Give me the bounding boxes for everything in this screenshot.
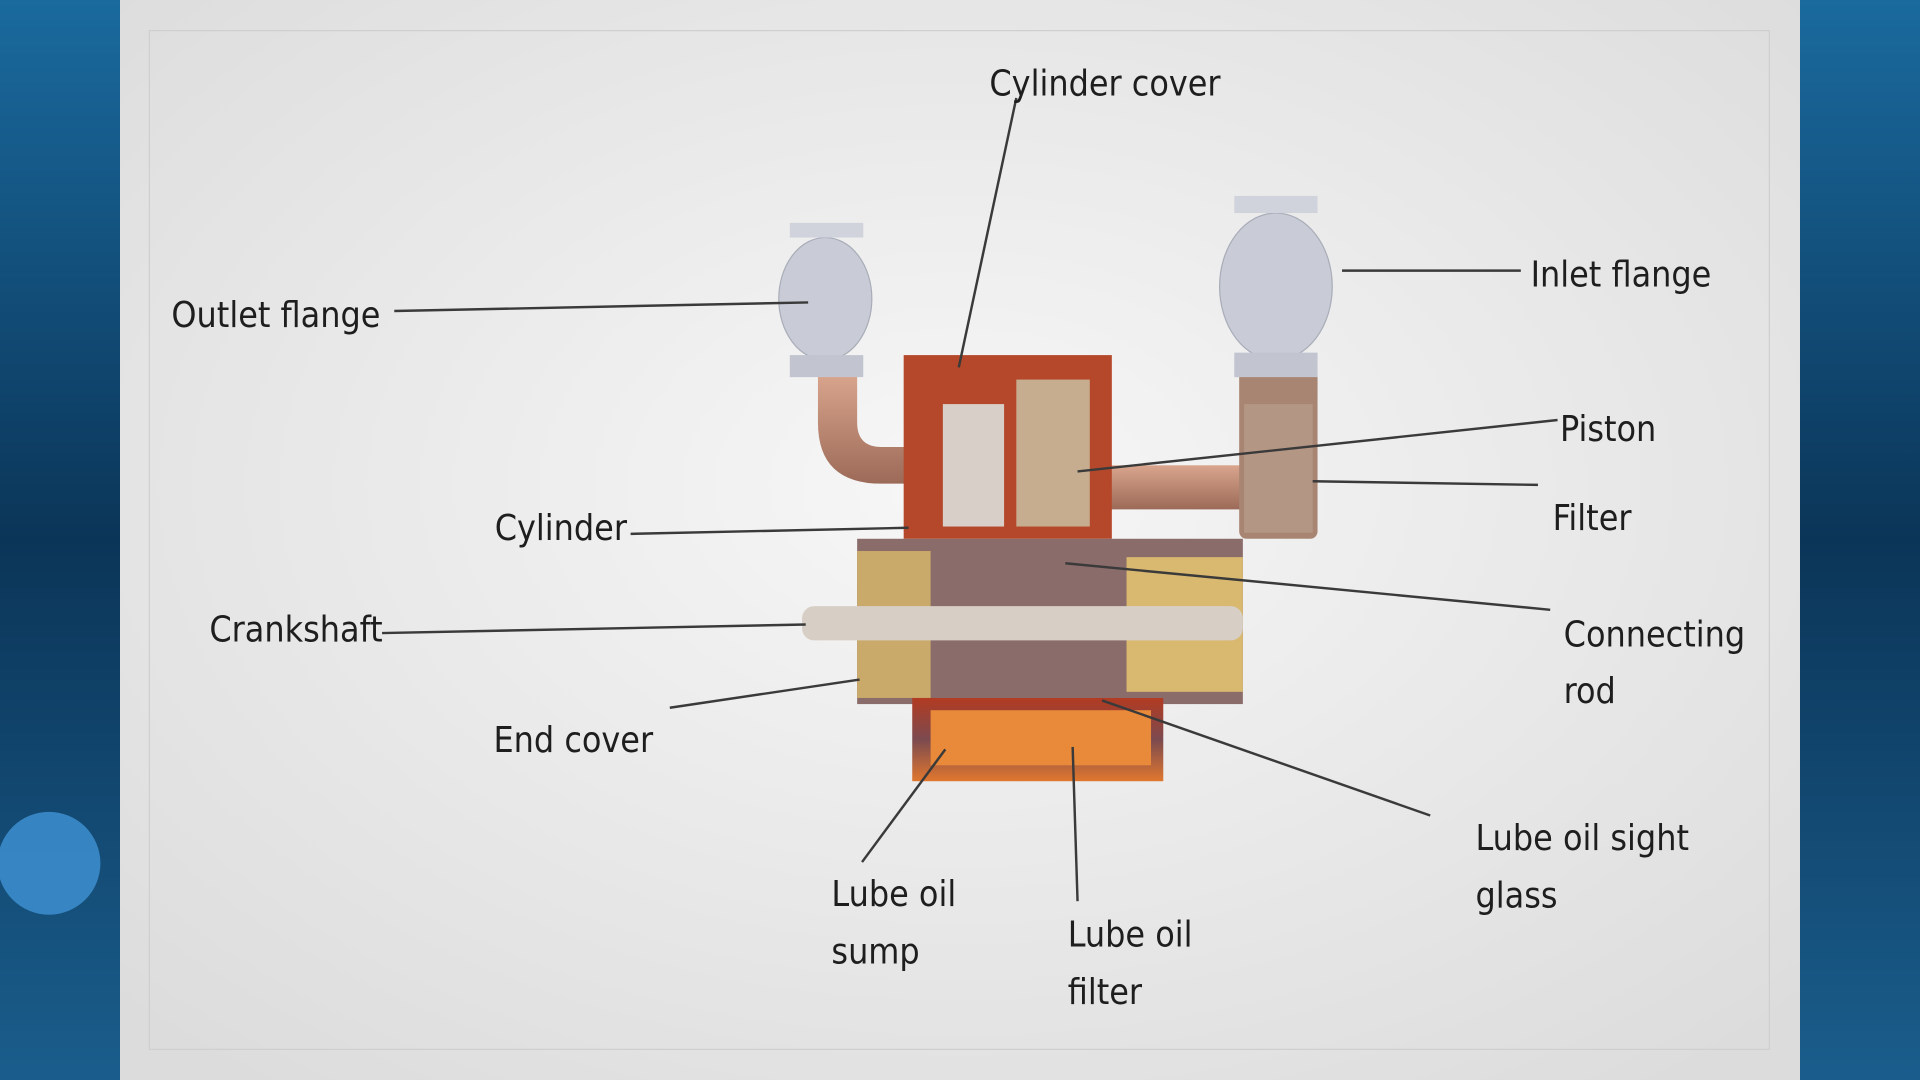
label-filter: Filter	[1553, 498, 1633, 539]
right-background	[1800, 0, 1920, 1080]
label-connecting-rod-line1: Connecting	[1564, 615, 1745, 656]
leader-end-cover	[669, 678, 860, 709]
label-lube-oil-sump-line2: sump	[831, 932, 919, 973]
leader-filter	[1312, 480, 1538, 487]
leader-lube-oil-filter	[1071, 746, 1079, 902]
leader-lube-oil-sump	[861, 748, 947, 863]
leader-outlet-flange	[394, 301, 809, 313]
leader-sight-glass	[1101, 699, 1431, 817]
inlet-flange-shape	[1218, 212, 1333, 361]
slide-frame	[148, 30, 1770, 1050]
outlet-flange-shape	[778, 236, 873, 361]
left-background	[0, 0, 120, 1080]
decorative-circle	[0, 811, 101, 915]
label-piston: Piston	[1560, 409, 1656, 450]
label-connecting-rod-line2: rod	[1564, 671, 1616, 712]
leader-piston	[1077, 418, 1558, 473]
leader-connecting-rod	[1065, 562, 1551, 612]
label-lube-oil-sump-line1: Lube oil	[831, 874, 956, 915]
label-lube-oil-filter-line2: filter	[1068, 972, 1143, 1013]
label-cylinder-cover: Cylinder cover	[989, 64, 1221, 105]
label-crankshaft: Crankshaft	[209, 610, 382, 651]
label-inlet-flange: Inlet flange	[1531, 255, 1712, 296]
label-outlet-flange: Outlet flange	[171, 295, 380, 336]
label-end-cover: End cover	[493, 720, 653, 761]
label-sight-glass-line1: Lube oil sight	[1476, 818, 1689, 859]
leader-crankshaft	[382, 623, 806, 635]
leader-cylinder-cover	[957, 97, 1018, 368]
label-sight-glass-line2: glass	[1476, 875, 1558, 916]
leader-cylinder	[630, 526, 909, 536]
pump-illustration	[778, 195, 1333, 782]
label-cylinder: Cylinder	[495, 508, 628, 549]
label-lube-oil-filter-line1: Lube oil	[1068, 915, 1193, 956]
